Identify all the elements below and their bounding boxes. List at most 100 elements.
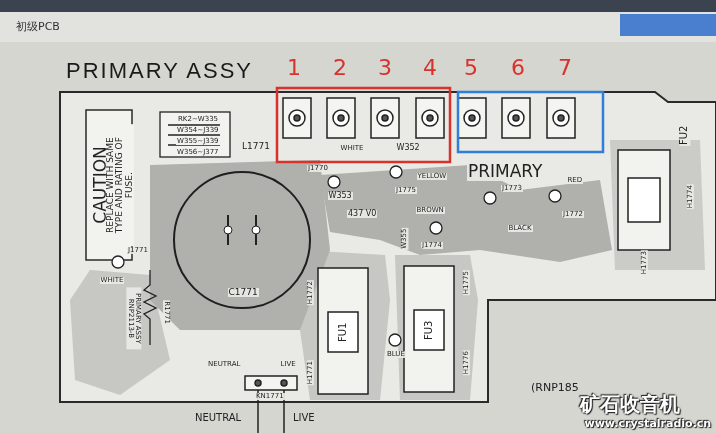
part-ref: J1775 [395, 187, 417, 194]
coil-l1771 [160, 112, 230, 157]
annotation-boxes [277, 88, 603, 162]
capacitor-c1771 [252, 226, 260, 234]
fuse-ref: FU1 [338, 321, 349, 342]
terminal-tabs [289, 110, 305, 126]
terminal-tabs [502, 98, 530, 138]
resistor-r1771 [144, 270, 156, 345]
fuse-holders [618, 150, 670, 250]
callout-number: 7 [558, 56, 572, 79]
resistor-r1771 [144, 270, 156, 345]
terminal-name: NEUTRAL [195, 413, 241, 424]
terminal-tabs [464, 110, 480, 126]
coil-l1771 [168, 125, 220, 145]
connector-kn1771 [245, 376, 297, 433]
wire-colour: BROWN [416, 207, 445, 214]
photo-ground [0, 0, 716, 12]
board-title: PRIMARY ASSY [66, 58, 253, 84]
terminal-tabs [469, 115, 475, 121]
watermark: 矿石收音机 [580, 394, 680, 415]
wire-colour: BLUE [386, 351, 406, 358]
photo-ground [0, 12, 716, 42]
wire-colour: RED [567, 177, 584, 184]
callout-number: 2 [333, 56, 347, 79]
connector-kn1771 [255, 380, 261, 386]
wire-colour: WHITE [340, 145, 365, 152]
part-ref: J1770 [307, 165, 329, 172]
terminal-tabs [371, 98, 399, 138]
part-ref: W352 [396, 144, 421, 152]
connector-kn1771 [245, 376, 297, 390]
connector-kn1771 [281, 380, 287, 386]
terminal-tabs [547, 98, 575, 138]
board-label: PRIMARY [467, 163, 543, 181]
coil-l1771 [160, 112, 230, 157]
copper-fill [395, 255, 478, 400]
part-ref: J1774 [421, 242, 443, 249]
photo-ground [0, 42, 716, 433]
wire-pads [484, 192, 496, 204]
capacitor-c1771 [174, 172, 310, 308]
wire-colour: WHITE [100, 277, 125, 284]
terminal-tabs [427, 115, 433, 121]
terminal-tabs [508, 110, 524, 126]
terminal-tabs [377, 110, 393, 126]
terminal-tabs [422, 110, 438, 126]
fuse-ref: FU2 [679, 124, 690, 145]
terminal-tabs [338, 115, 344, 121]
part-ref: R1771 [162, 300, 169, 325]
copper-fill [610, 140, 705, 270]
terminal-tabs [283, 98, 311, 138]
part-ref: W356~J377 [176, 149, 220, 156]
part-ref: H1774 [686, 184, 693, 209]
terminal-tabs [553, 110, 569, 126]
callout-number: 4 [423, 56, 437, 79]
part-ref: W355~J339 [176, 138, 220, 145]
wire-pads [112, 256, 124, 268]
part-ref: W355 [401, 227, 408, 249]
annotation-boxes [277, 88, 450, 162]
terminal-tabs [283, 98, 575, 138]
terminal-tabs [458, 98, 486, 138]
part-ref: J1772 [562, 211, 584, 218]
photo-ground [620, 14, 716, 36]
callout-number: 3 [378, 56, 392, 79]
callout-number: 5 [464, 56, 478, 79]
terminal-name: NEUTRAL [207, 361, 241, 368]
wire-pads [549, 190, 561, 202]
part-ref: 437 V0 [347, 210, 377, 218]
wire-pads [389, 334, 401, 346]
copper-fill [70, 270, 170, 395]
wire-pads [328, 176, 340, 188]
fuse-holders [318, 268, 368, 394]
terminal-tabs [294, 115, 300, 121]
part-ref: W353 [328, 192, 353, 200]
part-ref: H1775 [462, 270, 469, 295]
terminal-tabs [333, 110, 349, 126]
part-ref: H1771 [306, 360, 313, 385]
part-ref: C1771 [228, 288, 259, 297]
caution-note: REPLACE WITH SAME TYPE AND RATING OF FUS… [106, 124, 134, 246]
part-ref: H1772 [306, 280, 313, 305]
copper-fill [300, 250, 390, 400]
part-ref: J1773 [501, 185, 523, 192]
part-ref: RK2~W335 [177, 116, 219, 123]
copper-fill [70, 140, 705, 400]
board-outline [60, 92, 716, 402]
terminal-tabs [513, 115, 519, 121]
part-ref: L1771 [241, 142, 271, 151]
terminal-tabs [416, 98, 444, 138]
board-label: PRIMARY ASSY RNP2113-B [127, 287, 142, 349]
fuse-ref: FU3 [424, 319, 435, 340]
page-caption: 初级PCB [16, 21, 60, 33]
wire-pads [430, 222, 442, 234]
fuse-holders [404, 266, 454, 392]
fuse-holders [328, 312, 358, 352]
part-ref: J1771 [127, 247, 149, 254]
part-ref: (RNP185 [531, 382, 579, 394]
wire-colour: BLACK [508, 225, 533, 232]
fuse-holders [628, 178, 660, 222]
board-outline [60, 92, 716, 402]
callout-number: 6 [511, 56, 525, 79]
